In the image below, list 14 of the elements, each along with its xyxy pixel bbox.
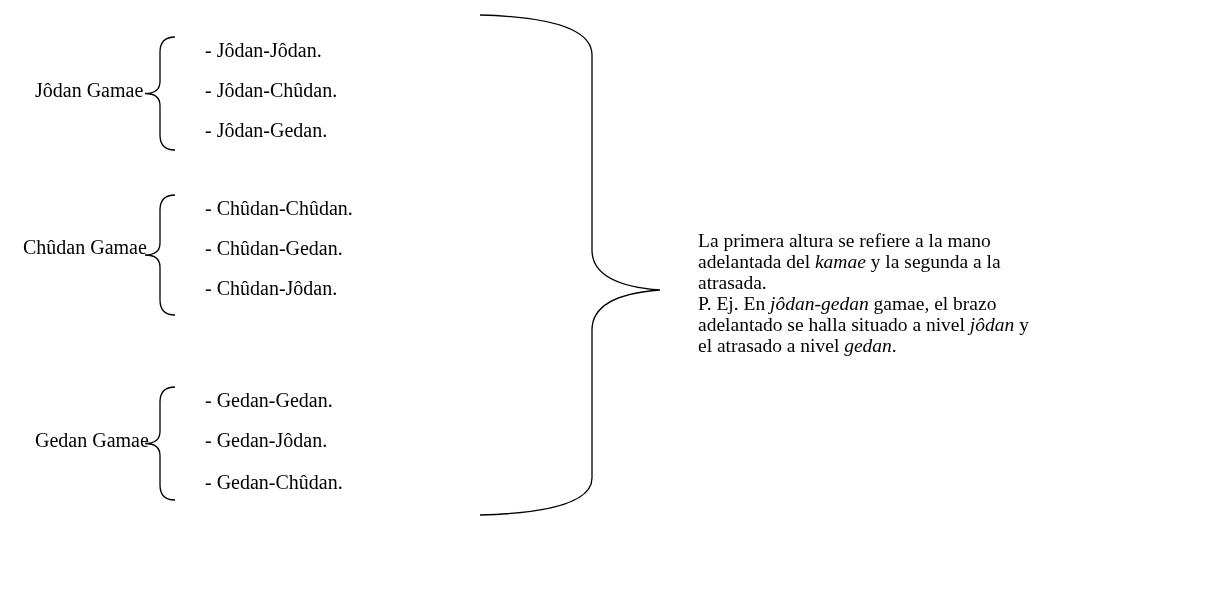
list-item-text: - Jôdan-Gedan.	[205, 118, 328, 142]
list-item-text: - Gedan-Chûdan.	[205, 470, 343, 494]
list-item-text: - Gedan-Jôdan.	[205, 428, 328, 452]
note-paragraph: La primera altura se refiere a la mano adelantada del kamae y la segunda a la atrasada.	[698, 230, 1002, 293]
group-label: Gedan Gamae	[35, 428, 149, 452]
list-item-text: - Chûdan-Gedan.	[205, 236, 343, 260]
list-item-text: - Jôdan-Chûdan.	[205, 78, 338, 102]
group-label: Jôdan Gamae	[35, 78, 144, 102]
list-item-text: - Gedan-Gedan.	[205, 388, 333, 412]
list-item-text: - Jôdan-Jôdan.	[205, 38, 322, 62]
group-label: Chûdan Gamae	[23, 235, 147, 259]
note-paragraph: P. Ej. En jôdan-gedan gamae, el brazo adelantado se halla situado a nivel jôdan y el atrasado a nivel gedan.	[698, 293, 1030, 356]
list-item-text: - Chûdan-Chûdan.	[205, 196, 353, 220]
list-item-text: - Chûdan-Jôdan.	[205, 276, 338, 300]
